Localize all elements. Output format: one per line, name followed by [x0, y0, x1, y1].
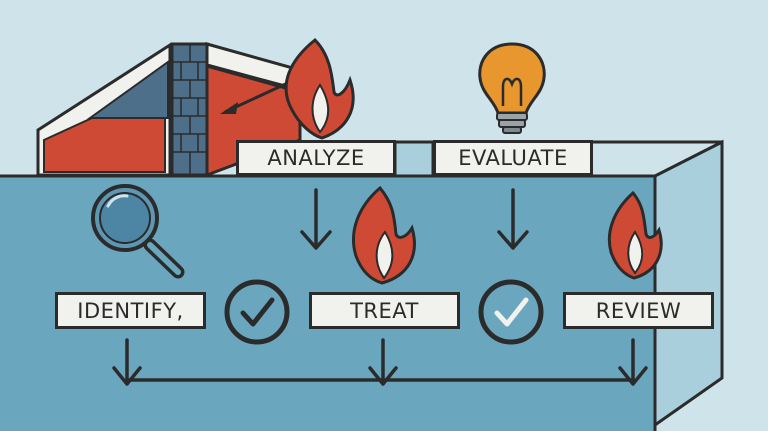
- step-treat: TREAT: [309, 292, 460, 329]
- step-analyze: ANALYZE: [236, 140, 396, 176]
- step-identify: IDENTIFY,: [55, 292, 206, 329]
- checkmark-circle-icon: [224, 279, 290, 345]
- lightbulb-icon: [478, 42, 546, 134]
- building-fire-icon: [36, 42, 306, 178]
- flame-icon: [352, 185, 416, 285]
- arrow-down-icon: [497, 188, 529, 250]
- wall-side-panel: [653, 139, 724, 428]
- magnifier-icon: [91, 184, 185, 279]
- arrow-down-icon: [300, 188, 332, 250]
- checkmark-circle-icon: [478, 279, 544, 345]
- bottom-connector: [112, 338, 648, 386]
- flame-icon: [284, 37, 355, 140]
- flame-icon: [607, 190, 663, 280]
- step-review: REVIEW: [563, 292, 714, 329]
- step-evaluate: EVALUATE: [433, 140, 593, 176]
